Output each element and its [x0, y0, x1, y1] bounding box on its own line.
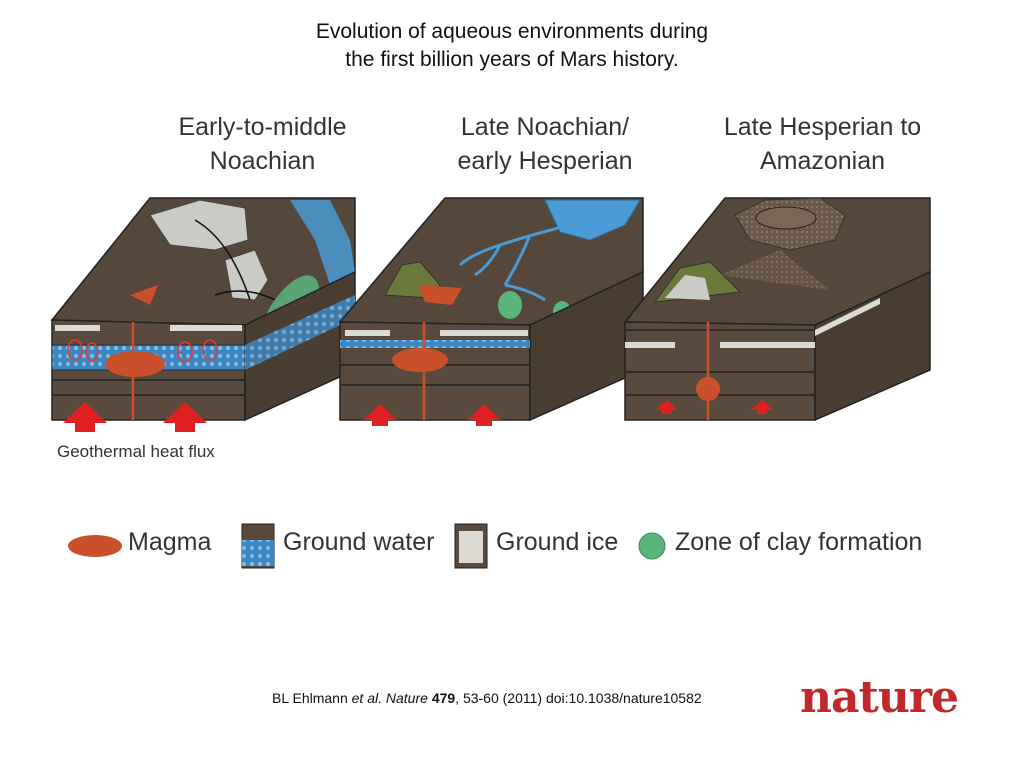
- legend-magma-swatch: [68, 535, 122, 557]
- citation-journal: Nature: [385, 690, 428, 706]
- impact-crater: [755, 206, 817, 230]
- panel-title-late-noachian: Late Noachian/ early Hesperian: [430, 110, 660, 178]
- panel-title-early-noachian: Early-to-middle Noachian: [150, 110, 375, 178]
- heat-flux-arrow: [163, 402, 207, 432]
- hydrothermal-circulation-icon: [67, 339, 218, 363]
- ice-layer-side: [815, 298, 880, 336]
- water-channel: [290, 200, 355, 285]
- citation-authors: BL Ehlmann: [272, 690, 352, 706]
- magma-chamber: [392, 348, 448, 372]
- block-front-face: [339, 321, 531, 421]
- citation-pages: , 53-60 (2011) doi:10.1038/nature10582: [455, 690, 702, 706]
- legend-magma-label: Magma: [128, 528, 212, 556]
- ice-patch: [149, 199, 249, 251]
- citation-volume: 479: [431, 690, 456, 706]
- ground-water-layer-side: [245, 295, 355, 370]
- ice-layer: [440, 330, 528, 336]
- figure-title: Evolution of aqueous environments during…: [0, 18, 1024, 74]
- legend-clay-swatch: [638, 532, 666, 560]
- legend-ground-water-label: Ground water: [283, 528, 435, 556]
- ice-layer: [345, 330, 390, 336]
- block-early-noachian: [50, 197, 356, 432]
- heat-flux-arrow: [467, 404, 501, 426]
- ice-layer: [720, 342, 815, 348]
- title-line-1: Evolution of aqueous environments during: [315, 20, 709, 43]
- citation: BL Ehlmann et al. Nature 479, 53-60 (201…: [272, 690, 702, 706]
- magma-intrusion: [130, 285, 158, 305]
- panel-title-line-2: Noachian: [209, 147, 316, 175]
- legend-ground-ice-label: Ground ice: [496, 528, 619, 556]
- heat-flux-arrow: [363, 404, 397, 426]
- magma-intrusion: [418, 285, 462, 305]
- legend-clay-label: Zone of clay formation: [675, 528, 923, 556]
- panel-title-line-1: Early-to-middle: [178, 113, 347, 141]
- citation-etal: et al.: [351, 690, 382, 706]
- title-line-2: the first billion years of Mars history.: [345, 48, 679, 71]
- panel-title-line-2: early Hesperian: [457, 147, 633, 175]
- heat-flux-arrow: [63, 402, 107, 432]
- ground-water-layer: [340, 340, 530, 348]
- block-right-face: [814, 270, 931, 422]
- panel-title-line-2: Amazonian: [759, 147, 886, 175]
- ejecta-ray: [720, 250, 830, 290]
- ice-layer: [55, 325, 100, 331]
- legend: [68, 523, 666, 569]
- legend-ground-water-swatch: [241, 523, 275, 569]
- legend-ground-ice-swatch: [454, 523, 488, 569]
- nature-logo: nature: [800, 672, 959, 723]
- magma-chamber: [105, 351, 165, 377]
- ice-patch: [665, 275, 710, 300]
- block-late-hesperian: [623, 197, 931, 422]
- ice-layer: [170, 325, 242, 331]
- clay-zone: [498, 291, 522, 319]
- heat-flux-arrow: [656, 400, 678, 414]
- block-late-noachian: [338, 197, 644, 426]
- heat-flux-arrow: [751, 400, 773, 414]
- river-network: [458, 223, 571, 302]
- panel-title-line-1: Late Hesperian to: [723, 113, 922, 141]
- fault-line: [194, 219, 276, 301]
- ice-layer: [625, 342, 675, 348]
- panel-title-late-hesperian: Late Hesperian to Amazonian: [705, 110, 940, 178]
- geothermal-heat-flux-label: Geothermal heat flux: [57, 442, 215, 461]
- panel-title-line-1: Late Noachian/: [460, 113, 630, 141]
